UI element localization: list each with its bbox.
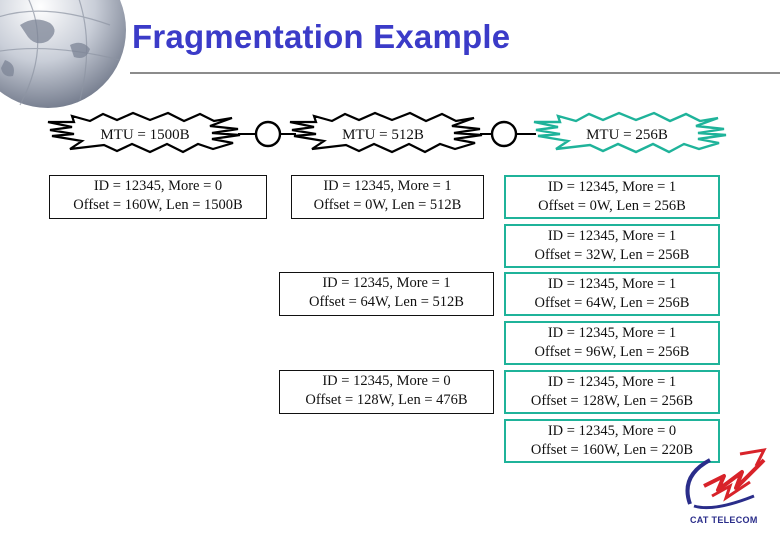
logo-text: CAT TELECOM: [690, 515, 758, 525]
fragment-box: ID = 12345, More = 1 Offset = 0W, Len = …: [291, 175, 484, 219]
network-2-label: MTU = 512B: [342, 127, 424, 143]
network-1-label: MTU = 1500B: [100, 127, 189, 143]
fragment-box: ID = 12345, More = 0 Offset = 160W, Len …: [49, 175, 267, 219]
fragment-box: ID = 12345, More = 0 Offset = 128W, Len …: [279, 370, 494, 414]
fragment-box: ID = 12345, More = 1 Offset = 0W, Len = …: [504, 175, 720, 219]
fragment-offset: Offset = 64W, Len = 512B: [280, 293, 493, 312]
fragment-box: ID = 12345, More = 1 Offset = 32W, Len =…: [504, 224, 720, 268]
fragment-box: ID = 12345, More = 1 Offset = 64W, Len =…: [279, 272, 494, 316]
fragment-id: ID = 12345, More = 1: [506, 227, 718, 246]
fragment-id: ID = 12345, More = 1: [280, 274, 493, 293]
fragment-id: ID = 12345, More = 1: [506, 178, 718, 197]
fragment-id: ID = 12345, More = 1: [506, 324, 718, 343]
network-3-label: MTU = 256B: [586, 127, 668, 143]
fragment-id: ID = 12345, More = 1: [506, 275, 718, 294]
fragment-box: ID = 12345, More = 1 Offset = 128W, Len …: [504, 370, 720, 414]
fragment-offset: Offset = 96W, Len = 256B: [506, 343, 718, 362]
network-256: MTU = 256B: [534, 113, 726, 152]
fragment-offset: Offset = 64W, Len = 256B: [506, 294, 718, 313]
router-2-icon: [492, 122, 516, 146]
network-512: MTU = 512B: [290, 113, 482, 152]
fragment-offset: Offset = 0W, Len = 512B: [292, 196, 483, 215]
fragment-id: ID = 12345, More = 0: [50, 177, 266, 196]
fragment-id: ID = 12345, More = 0: [506, 422, 718, 441]
fragment-offset: Offset = 0W, Len = 256B: [506, 197, 718, 216]
fragment-box: ID = 12345, More = 1 Offset = 96W, Len =…: [504, 321, 720, 365]
fragment-id: ID = 12345, More = 1: [506, 373, 718, 392]
router-1-icon: [256, 122, 280, 146]
fragment-box: ID = 12345, More = 1 Offset = 64W, Len =…: [504, 272, 720, 316]
fragment-id: ID = 12345, More = 1: [292, 177, 483, 196]
fragment-offset: Offset = 32W, Len = 256B: [506, 246, 718, 265]
fragment-offset: Offset = 160W, Len = 1500B: [50, 196, 266, 215]
fragment-offset: Offset = 128W, Len = 256B: [506, 392, 718, 411]
fragment-id: ID = 12345, More = 0: [280, 372, 493, 391]
fragment-offset: Offset = 128W, Len = 476B: [280, 391, 493, 410]
network-1500: MTU = 1500B: [48, 113, 240, 152]
cat-telecom-logo: [684, 446, 770, 514]
